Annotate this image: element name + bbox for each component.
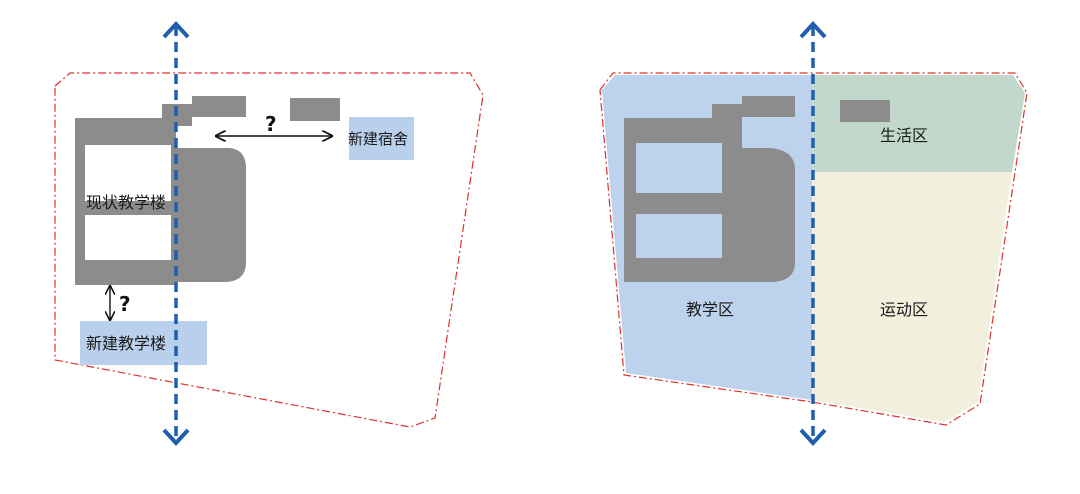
existing-building xyxy=(75,96,246,285)
right-panel: 教学区 生活区 运动区 xyxy=(599,21,1028,446)
central-axis-right xyxy=(799,21,827,446)
question-mark-dorm: ? xyxy=(265,112,277,136)
central-axis-left xyxy=(162,21,190,446)
existing-small-block-right xyxy=(840,100,890,122)
existing-small-block xyxy=(290,98,340,121)
site-boundary-left xyxy=(54,72,484,428)
label-sports-zone: 运动区 xyxy=(880,300,928,319)
left-panel: 现状教学楼 新建教学楼 新建宿舍 ? ? xyxy=(54,21,484,446)
label-new-teaching: 新建教学楼 xyxy=(86,334,166,353)
label-new-dorm: 新建宿舍 xyxy=(348,130,408,148)
sports-zone xyxy=(812,172,1012,422)
label-living-zone: 生活区 xyxy=(880,126,928,145)
living-zone xyxy=(812,75,1025,172)
existing-building-right xyxy=(624,96,795,282)
new-teaching-block xyxy=(80,321,207,365)
new-dorm-block xyxy=(349,117,414,160)
question-mark-teaching: ? xyxy=(119,292,131,316)
site-boundary-right xyxy=(599,72,1028,426)
label-teaching-zone: 教学区 xyxy=(686,300,734,319)
label-existing-building: 现状教学楼 xyxy=(86,193,166,212)
